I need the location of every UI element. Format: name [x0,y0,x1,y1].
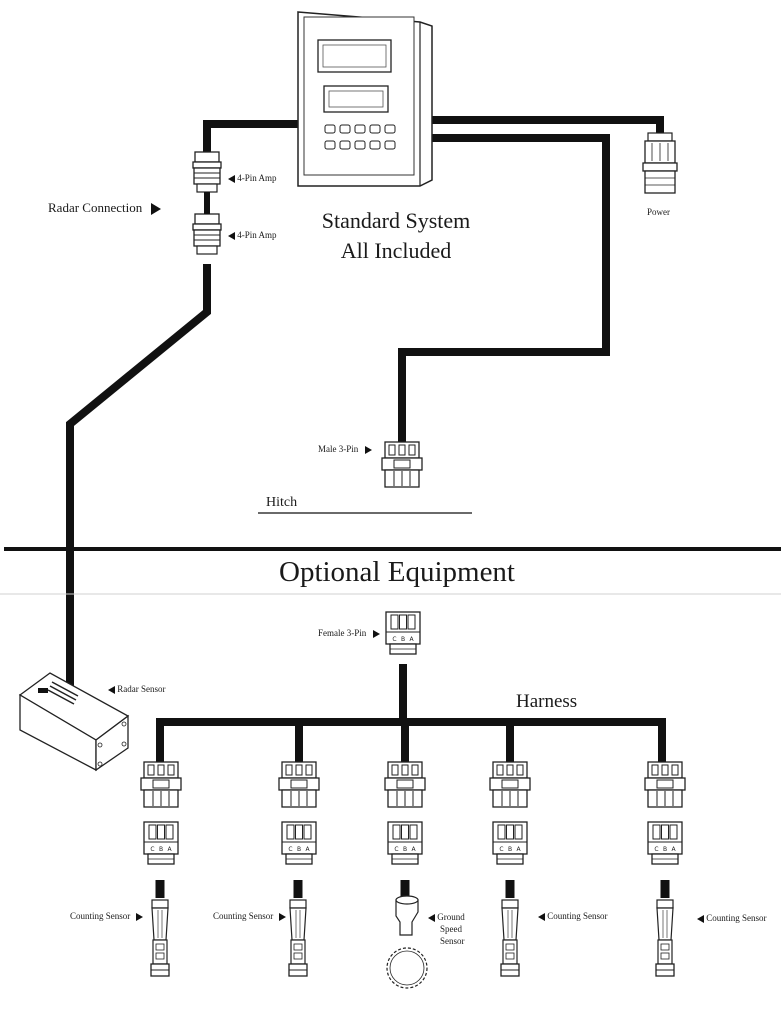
ground-speed-sensor-label: Ground Speed Sensor [428,911,465,947]
cable-console-to-power [429,116,664,139]
sensor-female-connector-3 [387,821,423,865]
sensor-female-connector-2 [281,821,317,865]
arrow-right-icon [364,445,372,454]
counting-sensor-1-label: Counting Sensor [70,911,143,921]
hitch-label: Hitch [266,495,298,510]
power-label: Power [647,207,670,217]
cables [66,116,666,764]
counting-sensor-5 [655,899,675,977]
female-3pin-label: Female 3-Pin [318,628,380,638]
male-3pin-connector [381,441,423,488]
sensor-female-connector-1 [143,821,179,865]
sensor-female-connector-4 [492,821,528,865]
arrow-right-icon [372,629,380,638]
harness-male-connector-5 [644,761,686,808]
amp-bottom-label: 4-Pin Amp [228,230,277,240]
harness-label: Harness [516,691,578,712]
amp-top-label: 4-Pin Amp [228,173,277,183]
counting-sensor-5-label: Counting Sensor [697,913,767,923]
radar-connection-label: Radar Connection [48,200,162,216]
cable-console-to-amp [203,120,301,154]
counting-sensor-4 [500,899,520,977]
optional-equipment-title: Optional Equipment [279,556,515,588]
harness-male-connector-2 [278,761,320,808]
arrow-left-icon [428,913,435,922]
amp-connector-bottom [192,213,222,255]
cable-amp-to-radar [66,264,211,686]
counting-sensor-2 [288,899,308,977]
arrow-right-icon [278,912,286,921]
arrow-left-icon [697,914,704,923]
counting-sensor-2-label: Counting Sensor [213,911,286,921]
standard-system-title: Standard System All Included [321,208,471,263]
harness-male-connector-1 [140,761,182,808]
console-unit [297,11,433,187]
counting-sensor-1 [150,899,170,977]
harness-male-connector-4 [489,761,531,808]
cable-console-to-male3pin [398,134,610,444]
harness-male-connector-3 [384,761,426,808]
male-3pin-label: Male 3-Pin [318,444,372,454]
female-3pin-connector [385,611,421,655]
power-plug [642,132,678,194]
counting-sensor-4-label: Counting Sensor [538,911,608,921]
ground-speed-sensor [386,895,428,989]
radar-sensor-label: Radar Sensor [108,684,166,694]
arrow-right-icon [135,912,143,921]
arrow-right-icon [151,203,162,216]
radar-sensor [18,672,130,772]
arrow-left-icon [228,174,235,183]
arrow-left-icon [538,912,545,921]
sensor-female-connector-5 [647,821,683,865]
arrow-left-icon [228,231,235,240]
amp-connector-top [192,151,222,193]
arrow-left-icon [108,685,115,694]
